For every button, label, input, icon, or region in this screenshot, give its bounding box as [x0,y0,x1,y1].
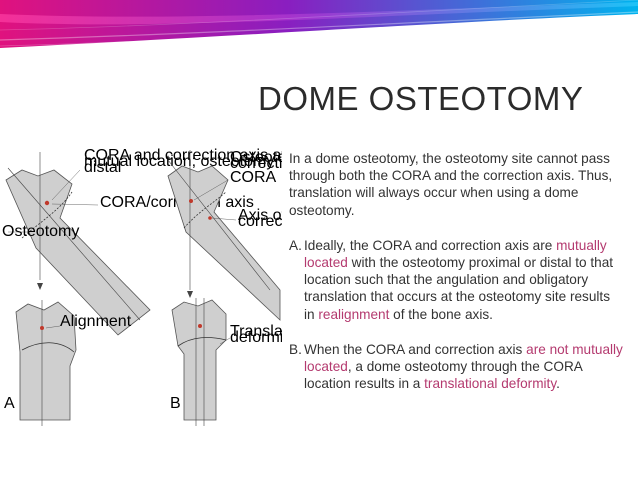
slide-body: In a dome osteotomy, the osteotomy site … [289,150,624,410]
highlighted-term: translational deformity [424,376,557,392]
text-segment: with the osteotomy proximal or distal to… [304,255,614,322]
slide-title: DOME OSTEOTOMY [258,80,584,117]
label-b-top-1: Osteotomy at CORA; [230,149,282,166]
text-segment: When the CORA and correction axis [304,341,527,357]
text-segment: , a dome osteotomy through the CORA loca… [304,359,583,392]
label-a-top-3: distal [84,159,121,176]
cora-dot-b-bottom [198,324,202,328]
panel-a-top-bone: CORA and correction axis at mutual locat… [2,147,282,336]
label-a-top-2: mutual location; osteotomy [84,153,274,170]
highlighted-term: are not mutually located [304,341,623,375]
cora-dot-a-bottom [40,326,44,330]
osteotomy-figure: CORA and correction axis at mutual locat… [2,147,282,426]
label-panel-a: A [4,395,15,412]
label-a-top-1: CORA and correction axis at [84,147,282,164]
label-b-trans-1: Translational [230,323,282,340]
list-item: A. Ideally, the CORA and correction axis… [289,237,624,323]
label-a-alignment: Alignment [60,313,132,330]
axis-dot-b [208,216,212,220]
header-banner [0,0,638,52]
highlighted-term: realignment [318,306,390,322]
label-b-trans-2: deformity [230,329,282,346]
highlighted-term: mutually located [304,237,607,271]
label-b-axis-1: Axis of [238,207,282,224]
cora-dot-b [189,199,193,203]
label-panel-b: B [170,395,181,412]
intro-paragraph: In a dome osteotomy, the osteotomy site … [289,151,613,218]
panel-a-bottom-bone: Alignment A [4,300,132,426]
list-item-text: Ideally, the CORA and correction axis ar… [304,237,624,323]
cora-dot [44,200,50,206]
list-item-text: When the CORA and correction axis are no… [304,341,624,393]
text-segment: of the bone axis. [389,306,493,322]
label-b-cora: CORA [230,169,277,186]
label-b-axis-2: correction [238,213,282,230]
panel-b-top-bone: Osteotomy at CORA; correction axis dista… [167,149,282,321]
text-segment: . [556,376,560,392]
list-marker: A. [289,237,302,253]
text-segment: Ideally, the CORA and correction axis ar… [304,237,557,253]
panel-b-bottom-bone: Translational deformity B [170,298,282,426]
list-marker: B. [289,341,302,357]
label-a-osteotomy: Osteotomy [2,223,79,240]
label-b-top-2: correction axis distal [230,155,282,172]
list-item: B. When the CORA and correction axis are… [289,341,624,393]
